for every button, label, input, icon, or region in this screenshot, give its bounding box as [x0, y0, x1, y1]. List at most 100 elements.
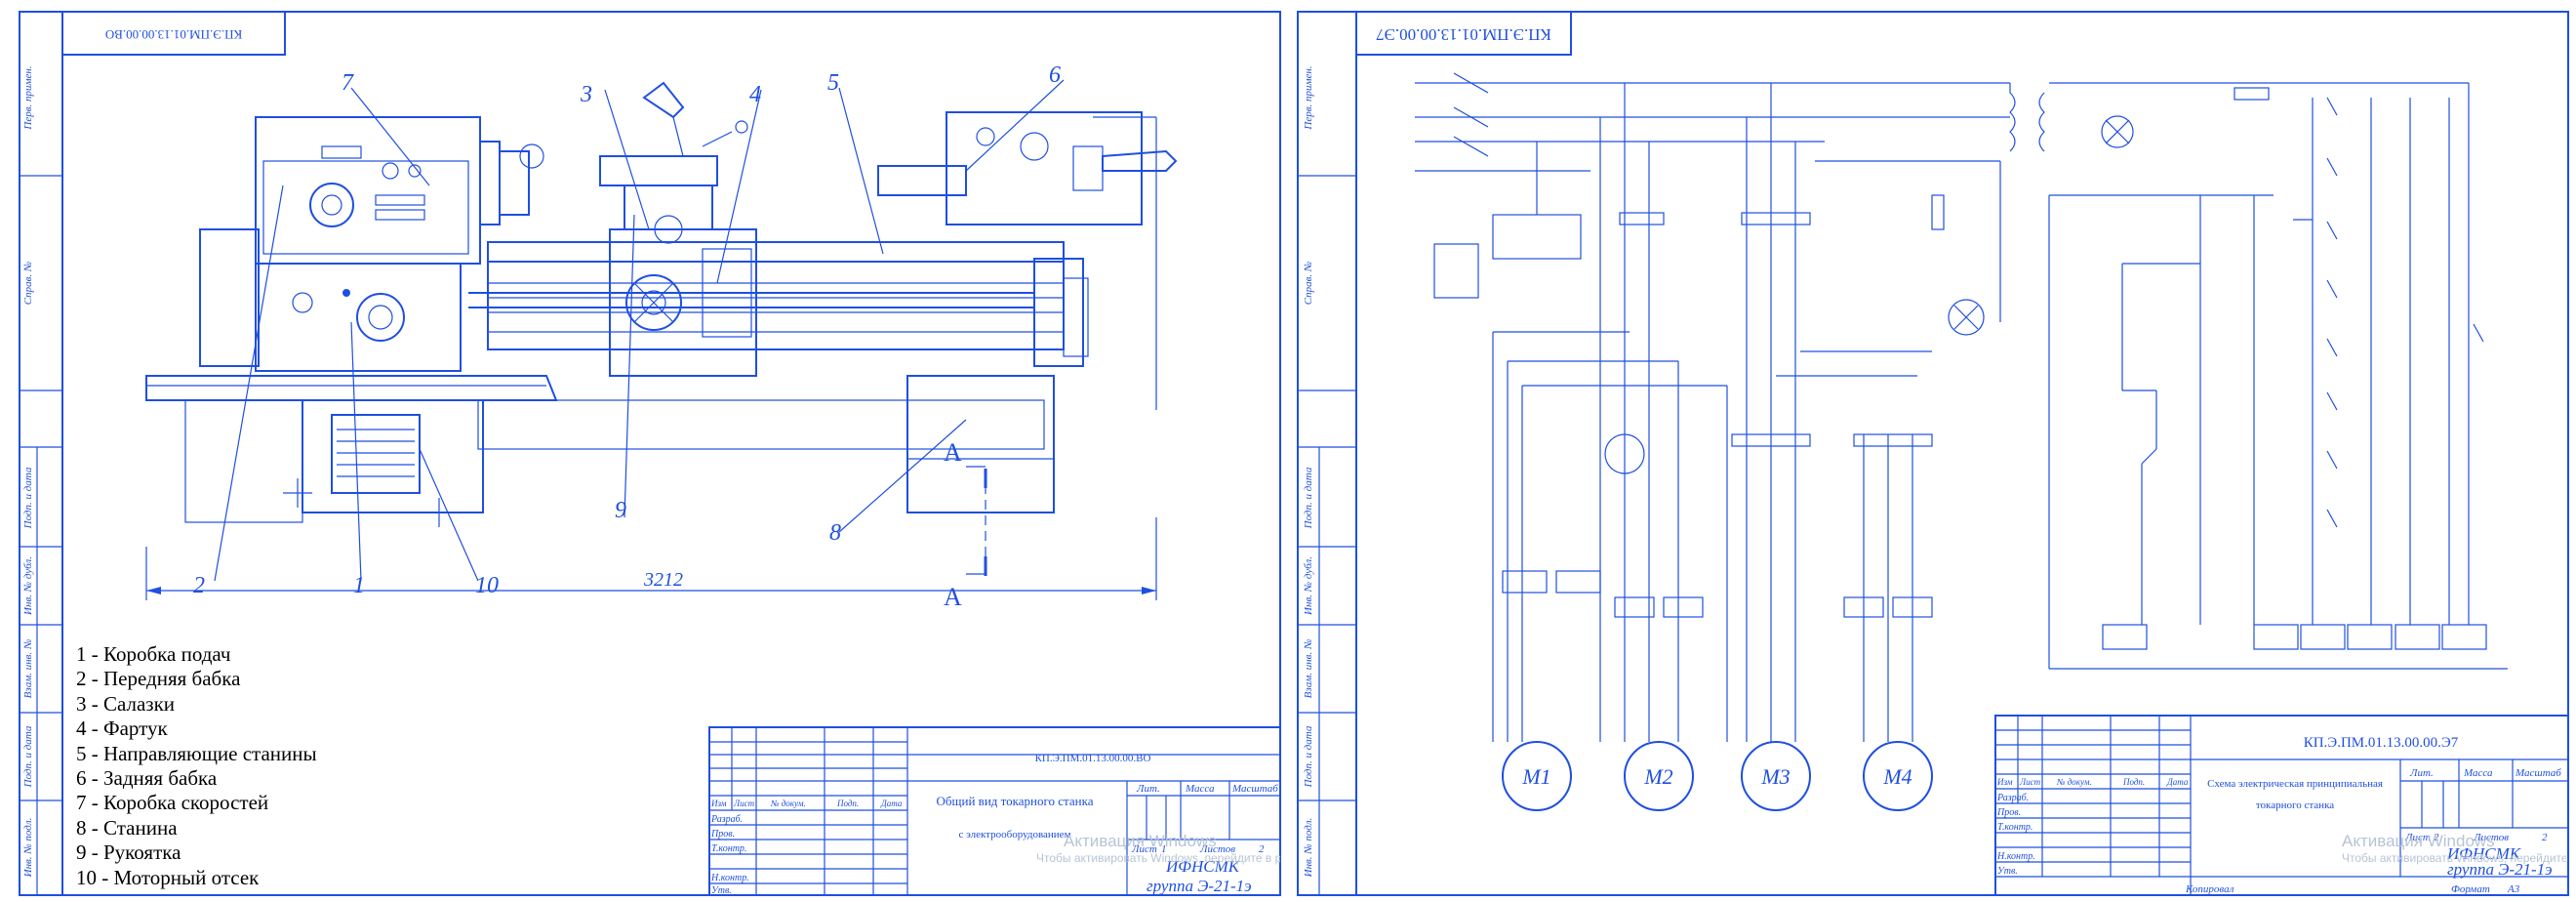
legend-item: 5 - Направляющие станины: [76, 741, 317, 765]
callout-5: 5: [827, 70, 839, 96]
section-mark-top: A: [944, 438, 962, 467]
tb2-col-dokum: № докум.: [2056, 777, 2092, 787]
tb1-row-razrab: Разраб.: [710, 814, 743, 825]
tb2-sheet-label: Лист: [2404, 832, 2431, 843]
side-label-inv-dubl: Инв. № дубл.: [22, 556, 34, 616]
tb2-lit: Лит.: [2409, 767, 2434, 779]
legend-item: 6 - Задняя бабка: [76, 766, 218, 791]
legend-item: 10 - Моторный отсек: [76, 865, 260, 889]
legend-item: 7 - Коробка скоростей: [76, 791, 269, 815]
sheet2-frame: КП.Э.ПМ.01.13.00.00.Э7: [1297, 11, 2569, 896]
tb2-copied: Копировал: [2185, 883, 2234, 895]
tb2-row-utv: Утв.: [1997, 866, 2018, 877]
motor-m2-label: M2: [1643, 764, 1672, 789]
watermark-title-1: Активация Windows: [1064, 832, 1217, 850]
tb1-row-prov: Пров.: [710, 829, 735, 840]
tb1-sheets-value: 2: [1259, 843, 1265, 855]
tb2-row-nkontr: Н.контр.: [1996, 851, 2035, 862]
lathe-drawing: 3212 A A 1 2 3 4 5 6 7 8: [145, 62, 1178, 611]
sheet1-title-block: КП.Э.ПМ.01.13.00.00.ВО Общий вид токарно…: [708, 726, 1281, 896]
side-label-perv: Перв. примен.: [22, 65, 34, 130]
s2-side-label-vzam: Взам. инв. №: [1303, 639, 1314, 699]
tb2-org: ИФНСМК: [2446, 844, 2522, 863]
callout-2: 2: [193, 573, 205, 598]
tb1-col-podp: Подп.: [836, 799, 859, 808]
watermark-title-2: Активация Windows: [2342, 832, 2495, 850]
tb2-sheet-value: 2: [2434, 832, 2439, 843]
tb1-code: КП.Э.ПМ.01.13.00.00.ВО: [1035, 753, 1151, 764]
tb2-scale: Масштаб: [2515, 767, 2561, 779]
tb1-sheets-label: Листов: [1199, 843, 1235, 855]
tb2-row-prov: Пров.: [1996, 807, 2021, 818]
motor-m4-label: M4: [1882, 764, 1912, 789]
tb2-title-line2: токарного станка: [2256, 800, 2334, 811]
tb2-row-razrab: Разраб.: [1996, 793, 2029, 803]
side-label-vzam: Взам. инв. №: [22, 639, 34, 699]
tb1-lit: Лит.: [1136, 783, 1160, 795]
sheet2-title-block: КП.Э.ПМ.01.13.00.00.Э7 Схема электрическ…: [1994, 715, 2569, 896]
callout-9: 9: [615, 498, 626, 523]
side-label-podp1: Подп. и дата: [22, 467, 34, 529]
legend-item: 3 - Салазки: [76, 691, 176, 716]
legend-item: 2 - Передняя бабка: [76, 667, 241, 691]
tb2-row-tkontr: Т.контр.: [1997, 822, 2033, 833]
sheet2-rotated-code: КП.Э.ПМ.01.13.00.00.Э7: [1376, 25, 1551, 44]
legend-item: 9 - Рукоятка: [76, 840, 181, 865]
tb1-title-line2: с электрооборудованием: [958, 829, 1070, 840]
tb1-row-tkontr: Т.контр.: [711, 843, 746, 854]
tb2-sheets-value: 2: [2542, 832, 2548, 843]
tb1-row-nkontr: Н.контр.: [710, 873, 749, 883]
sheet1-frame: КП.Э.ПМ.01.13.00.00.ВО: [19, 11, 1281, 896]
tb1-org: ИФНСМК: [1165, 857, 1241, 876]
tb2-group: группа Э-21-1э: [2447, 860, 2553, 879]
tb1-sheet-value: 1: [1161, 843, 1167, 855]
sheet2-side-labels: Перв. примен. Справ. № Подп. и дата Инв.…: [1303, 65, 1314, 878]
s2-side-label-inv-podl: Инв. № подл.: [1303, 818, 1314, 879]
side-label-sprav: Справ. №: [22, 262, 34, 305]
section-mark-bottom: A: [944, 583, 962, 611]
tb2-col-list: Лист: [2019, 777, 2041, 787]
dimension-label: 3212: [643, 569, 683, 591]
watermark-text-2: Чтобы активировать Windows, перейдите в …: [2342, 851, 2566, 865]
tb1-mass: Масса: [1185, 783, 1215, 795]
tb1-col-dokum: № докум.: [770, 799, 806, 808]
s2-side-label-podp2: Подп. и дата: [1303, 725, 1314, 788]
tb2-col-podp: Подп.: [2122, 777, 2145, 787]
tb1-col-list: Лист: [733, 799, 755, 808]
motors: M1 M2 M3 M4: [1502, 741, 1933, 811]
motor-m2-symbol: [1624, 741, 1694, 811]
tb1-group: группа Э-21-1э: [1147, 877, 1252, 895]
tb2-mass: Масса: [2463, 767, 2493, 779]
motor-m3-label: M3: [1760, 764, 1790, 789]
tb1-title-line1: Общий вид токарного станка: [937, 794, 1094, 808]
callout-1: 1: [353, 573, 365, 598]
legend-item: 4 - Фартук: [76, 717, 168, 741]
sheet1-side-labels: Перв. примен. Справ. № Подп. и дата Инв.…: [22, 65, 34, 878]
tb2-code: КП.Э.ПМ.01.13.00.00.Э7: [2304, 735, 2459, 751]
legend-item: 1 - Коробка подач: [76, 642, 231, 666]
sheet1-rotated-code: КП.Э.ПМ.01.13.00.00.ВО: [105, 27, 242, 42]
tb1-sheet-label: Лист: [1131, 843, 1157, 855]
control-circuit: [2048, 82, 2508, 670]
s2-side-label-perv: Перв. примен.: [1303, 65, 1314, 130]
side-label-inv-podl: Инв. № подл.: [22, 818, 34, 879]
callout-3: 3: [580, 82, 592, 107]
tb2-col-data: Дата: [2166, 777, 2189, 787]
callout-8: 8: [829, 520, 841, 546]
callout-6: 6: [1049, 62, 1061, 88]
tb2-format-label: Формат: [2451, 883, 2490, 895]
side-label-podp2: Подп. и дата: [22, 725, 34, 788]
callout-10: 10: [475, 573, 499, 598]
s2-side-label-podp1: Подп. и дата: [1303, 467, 1314, 529]
power-contactors: [1492, 83, 2001, 742]
callout-numbers: 1 2 3 4 5 6 7 8 9 10: [193, 62, 1061, 598]
tb2-col-izm: Изм: [1996, 777, 2013, 787]
tb2-format-value: А3: [2507, 883, 2520, 895]
s2-side-label-inv-dubl: Инв. № дубл.: [1303, 556, 1314, 616]
tb1-row-utv: Утв.: [711, 885, 732, 896]
watermark-text-1: Чтобы активировать Windows, перейдите в …: [1036, 851, 1280, 865]
s2-side-label-sprav: Справ. №: [1303, 262, 1314, 305]
motor-m3-symbol: [1741, 741, 1811, 811]
parts-legend: 1 - Коробка подач 2 - Передняя бабка 3 -…: [76, 642, 317, 890]
